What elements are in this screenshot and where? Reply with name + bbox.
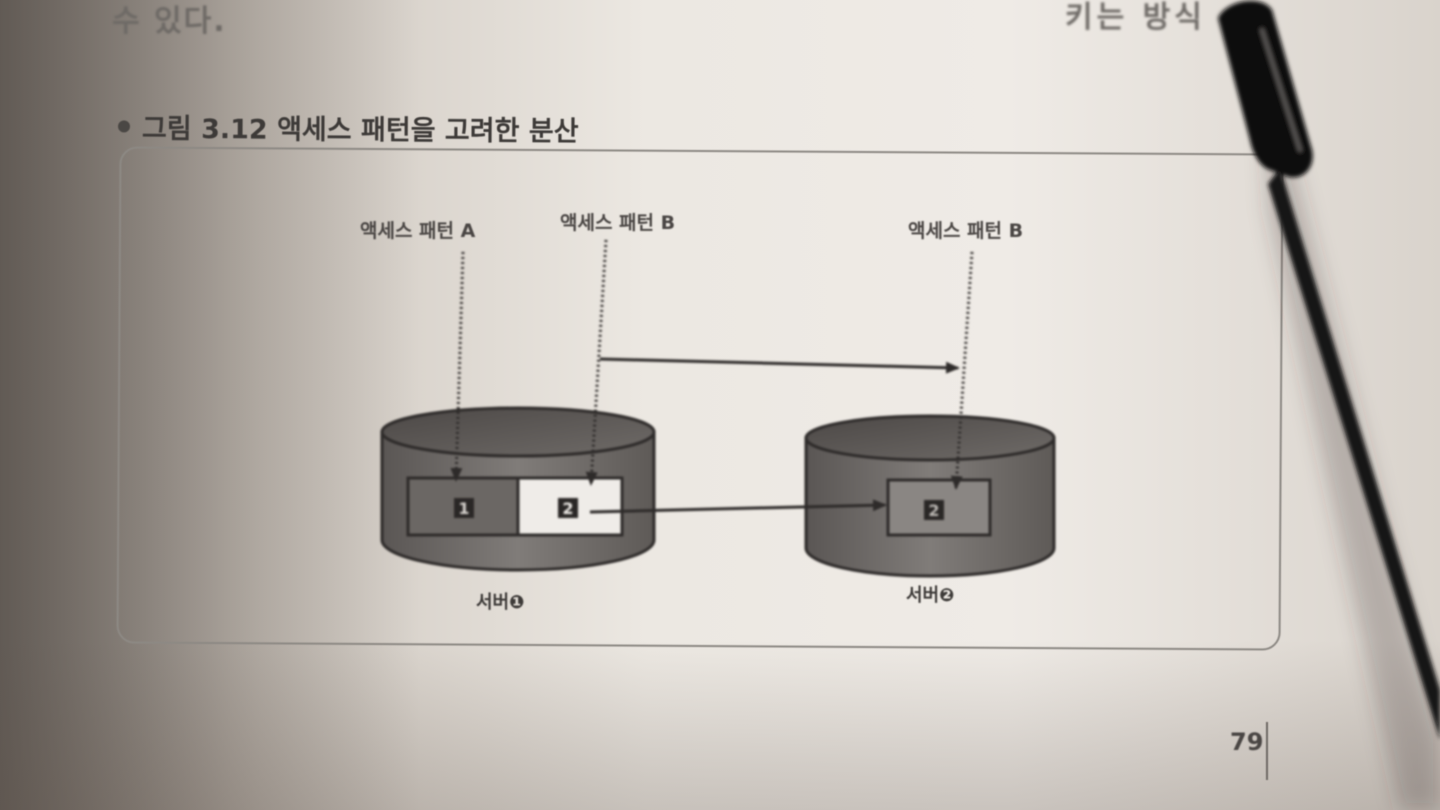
access-a-arrow bbox=[450, 251, 465, 482]
server-2-cylinder: 2 bbox=[804, 414, 1056, 578]
server-2-partition-2-label: 2 bbox=[928, 501, 939, 520]
server-1-partition-2-label: 2 bbox=[562, 499, 573, 518]
page-number: 79 bbox=[1230, 728, 1264, 756]
access-b-left-arrow bbox=[585, 239, 608, 486]
page-number-rule bbox=[1266, 722, 1268, 780]
top-text-line: 수 있다. bbox=[112, 4, 227, 39]
partition-move-arrow bbox=[589, 499, 887, 514]
access-pattern-b-left-label: 액세스 패턴 B bbox=[560, 212, 676, 234]
server-2-label: 서버❷ bbox=[906, 585, 955, 606]
server-1-partition-1-label: 1 bbox=[458, 499, 469, 518]
server-1-label: 서버❶ bbox=[476, 592, 525, 613]
access-pattern-a-label: 액세스 패턴 A bbox=[360, 220, 476, 242]
top-transfer-arrow bbox=[599, 357, 960, 374]
access-pattern-b-right-label: 액세스 패턴 B bbox=[908, 220, 1024, 242]
top-text-line-right: 키는 방식 bbox=[1065, 0, 1206, 35]
server-1-cylinder: 1 2 bbox=[380, 406, 656, 572]
